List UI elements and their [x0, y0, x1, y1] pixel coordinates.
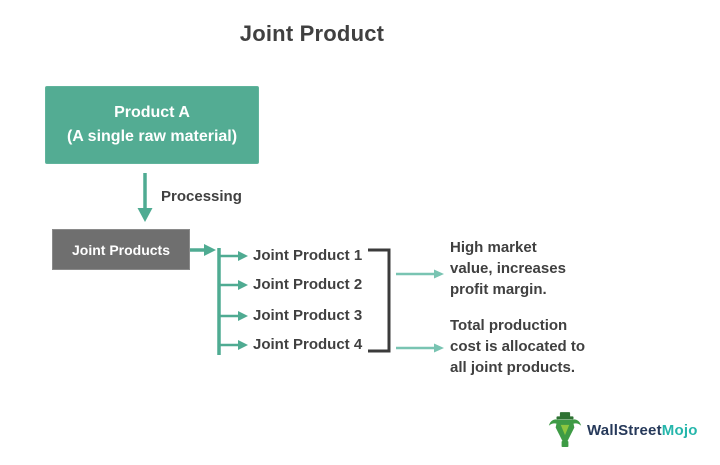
joint-products-box: Joint Products	[52, 229, 190, 270]
logo-wallstreet-text: WallStreet	[587, 421, 662, 439]
cost-note: Total production cost is allocated to al…	[450, 317, 586, 376]
diagram-title: Joint Product	[239, 21, 385, 46]
bracket	[368, 248, 391, 353]
bull-icon	[548, 412, 582, 447]
logo-mojo-text: Mojo	[661, 421, 698, 439]
joint-products-label: Joint Products	[71, 241, 170, 258]
right-arrow-icon	[190, 244, 216, 256]
wallstreetmojo-logo: WallStreetMojo	[548, 411, 698, 449]
joint-product-3-label: Joint Product 3	[253, 307, 363, 324]
down-arrow-icon	[137, 173, 153, 222]
branch-arrow-icon	[218, 311, 248, 321]
cost-arrow-icon	[396, 343, 444, 353]
product-a-line1: Product A	[114, 104, 190, 121]
joint-product-1-label: Joint Product 1	[253, 247, 363, 264]
logo-wordmark: WallStreetMojo	[587, 422, 698, 439]
product-a-line2: (A single raw material)	[66, 128, 238, 145]
joint-product-4-label: Joint Product 4	[253, 336, 363, 353]
branch-arrow-icon	[218, 251, 248, 261]
benefit-arrow-icon	[396, 269, 444, 279]
branch-arrow-icon	[218, 280, 248, 290]
benefit-note: High market value, increases profit marg…	[450, 239, 566, 298]
product-a-box: Product A (A single raw material)	[45, 86, 259, 164]
joint-product-2-label: Joint Product 2	[253, 276, 363, 293]
branch-arrow-icon	[218, 340, 248, 350]
processing-label: Processing	[161, 188, 242, 205]
